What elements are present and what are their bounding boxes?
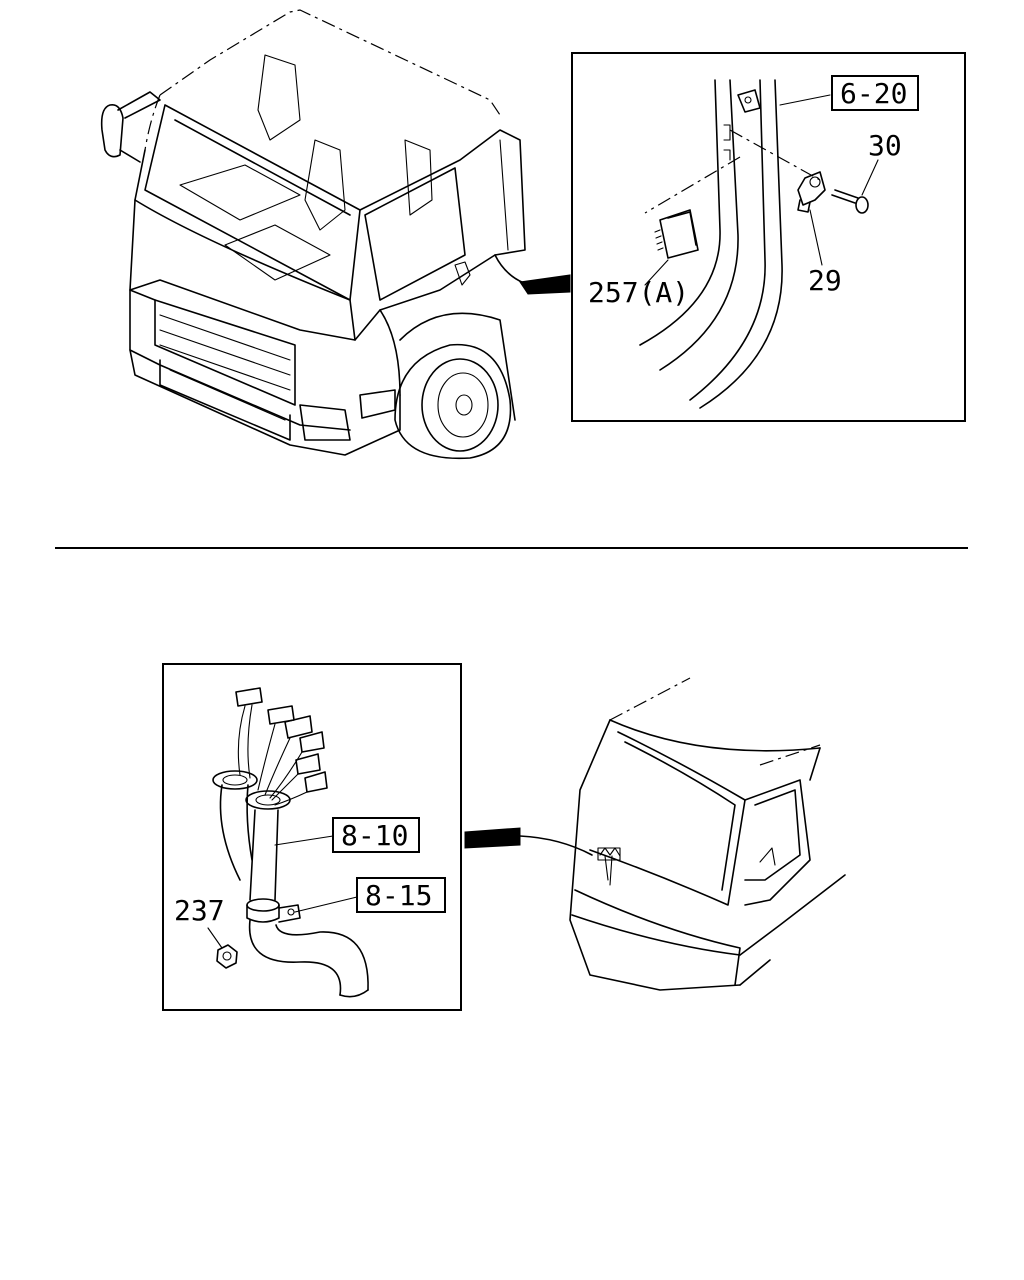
bracket-part [797, 171, 826, 213]
truck-cab-rear-illustration [464, 677, 846, 991]
detail-frame-bottom [162, 663, 462, 1011]
grommet-lower [245, 790, 291, 810]
detail-frame-top [571, 52, 966, 422]
ref-box-8-15 [356, 877, 446, 913]
clamp-band [246, 898, 301, 923]
callout-8-10: 8-10 [341, 819, 408, 852]
ref-box-8-10 [332, 817, 420, 853]
nut-part [216, 944, 238, 969]
ref-box-6-20 [831, 75, 919, 111]
bottom-detail-panel: 8-10 8-15 237 [162, 663, 462, 1011]
hinge-bracket [737, 89, 761, 113]
callout-237: 237 [174, 894, 225, 927]
callout-29: 29 [808, 264, 842, 297]
callout-8-15-label: 8-15 [365, 879, 432, 912]
grommet-upper [212, 770, 258, 790]
bolt-part [831, 189, 869, 214]
door-switch-part [654, 209, 699, 259]
callout-6-20: 6-20 [840, 77, 907, 110]
callout-30: 30 [868, 129, 902, 162]
truck-cab-front-illustration [100, 9, 571, 460]
callout-257a: 257(A) [588, 276, 689, 309]
top-detail-panel: 6-20 30 29 257(A) [571, 52, 966, 422]
